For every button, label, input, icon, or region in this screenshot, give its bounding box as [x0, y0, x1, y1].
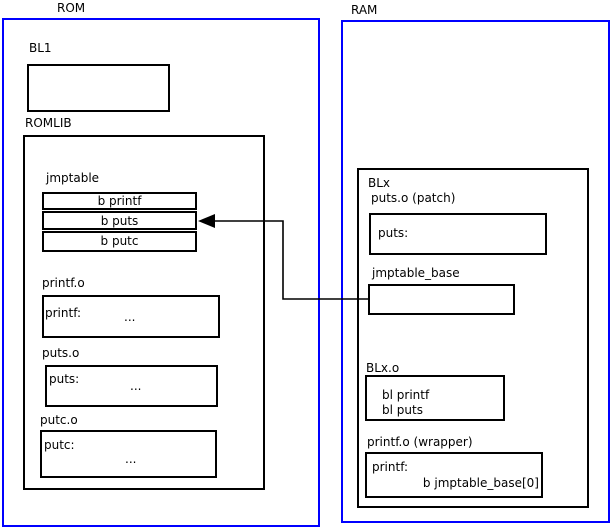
- blx-label: BLx: [368, 176, 391, 190]
- blx-o-line-bl-printf: bl printf: [382, 388, 430, 402]
- puts-ellipsis: ...: [130, 379, 142, 393]
- puts-o-box: puts: ...: [45, 365, 218, 407]
- bl1-box: [27, 64, 170, 112]
- romlib-box: jmptable b printf b puts b putc printf.o…: [23, 135, 265, 490]
- blx-box: BLx puts.o (patch) puts: jmptable_base B…: [357, 168, 589, 508]
- blx-o-box: bl printf bl puts: [365, 375, 505, 421]
- jmptable-base-label: jmptable_base: [372, 266, 460, 280]
- printf-wrapper-symbol: printf:: [372, 460, 409, 474]
- puts-patch-symbol: puts:: [378, 226, 409, 240]
- bl1-label: BL1: [29, 41, 52, 55]
- jmptable-row-b-putc: b putc: [42, 231, 197, 252]
- jmptable-row-b-printf: b printf: [42, 192, 197, 210]
- rom-title: ROM: [57, 1, 86, 15]
- printf-symbol: printf:: [45, 306, 82, 320]
- jmptable-rows: b printf b puts b putc: [42, 192, 197, 252]
- printf-o-label: printf.o: [42, 276, 85, 290]
- blx-o-line-bl-puts: bl puts: [382, 403, 423, 417]
- jmptable-base-box: [368, 284, 515, 315]
- rom-frame: BL1 ROMLIB jmptable b printf b puts b pu…: [2, 18, 320, 527]
- putc-o-box: putc: ...: [40, 430, 217, 478]
- putc-symbol: putc:: [44, 438, 75, 452]
- blx-o-label: BLx.o: [366, 361, 400, 375]
- ram-title: RAM: [351, 3, 378, 17]
- printf-o-wrapper-label: printf.o (wrapper): [367, 435, 473, 449]
- romlib-label: ROMLIB: [25, 116, 72, 130]
- puts-o-patch-box: puts:: [369, 213, 547, 255]
- printf-o-wrapper-box: printf: b jmptable_base[0]: [365, 452, 543, 498]
- printf-ellipsis: ...: [124, 310, 136, 324]
- printf-o-box: printf: ...: [42, 295, 220, 338]
- jmptable-row-b-puts: b puts: [42, 211, 197, 230]
- jmptable-label: jmptable: [46, 171, 100, 185]
- putc-o-label: putc.o: [40, 413, 78, 427]
- puts-o-patch-label: puts.o (patch): [371, 191, 456, 205]
- puts-symbol: puts:: [49, 372, 80, 386]
- ram-frame: BLx puts.o (patch) puts: jmptable_base B…: [341, 20, 610, 523]
- puts-o-label: puts.o: [42, 346, 80, 360]
- putc-ellipsis: ...: [125, 452, 137, 466]
- blx-o-code: bl printf bl puts: [382, 388, 429, 418]
- printf-wrapper-branch: b jmptable_base[0]: [422, 476, 539, 490]
